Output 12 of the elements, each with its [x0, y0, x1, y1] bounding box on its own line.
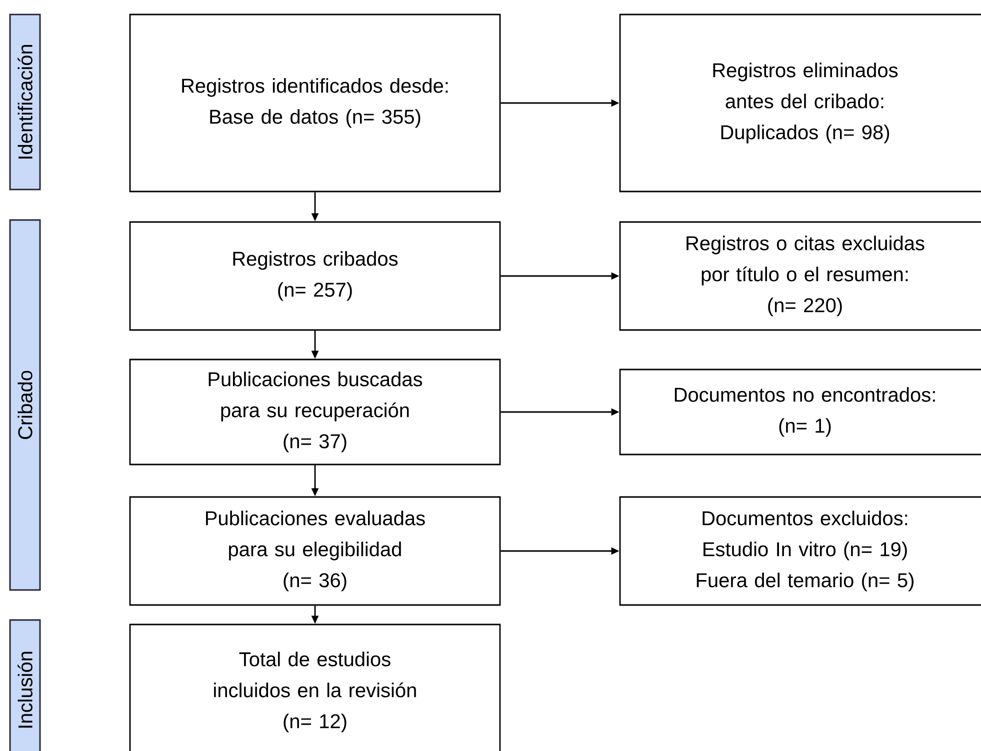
process-box: Registros eliminados antes del cribado: Duplicados (n= 98) [619, 14, 981, 192]
section-band: Inclusión [9, 619, 41, 751]
section-band: Cribado [9, 219, 41, 591]
section-band: Identificación [9, 14, 41, 190]
process-box: Registros cribados (n= 257) [129, 221, 501, 331]
process-box: Publicaciones evaluadas para su elegibilidad (n= 36) [129, 496, 501, 606]
process-box: Documentos excluidos: Estudio In vitro (n= 19) Fuera del temario (n= 5) [619, 496, 981, 606]
process-box: Registros o citas excluidas por título o el resumen: (n= 220) [619, 221, 981, 331]
process-box: Documentos no encontrados: (n= 1) [619, 368, 981, 456]
process-box: Registros identificados desde: Base de datos (n= 355) [129, 14, 501, 192]
process-box: Total de estudios incluidos en la revisión (n= 12) [129, 624, 501, 751]
process-box: Publicaciones buscadas para su recuperación (n= 37) [129, 358, 501, 466]
